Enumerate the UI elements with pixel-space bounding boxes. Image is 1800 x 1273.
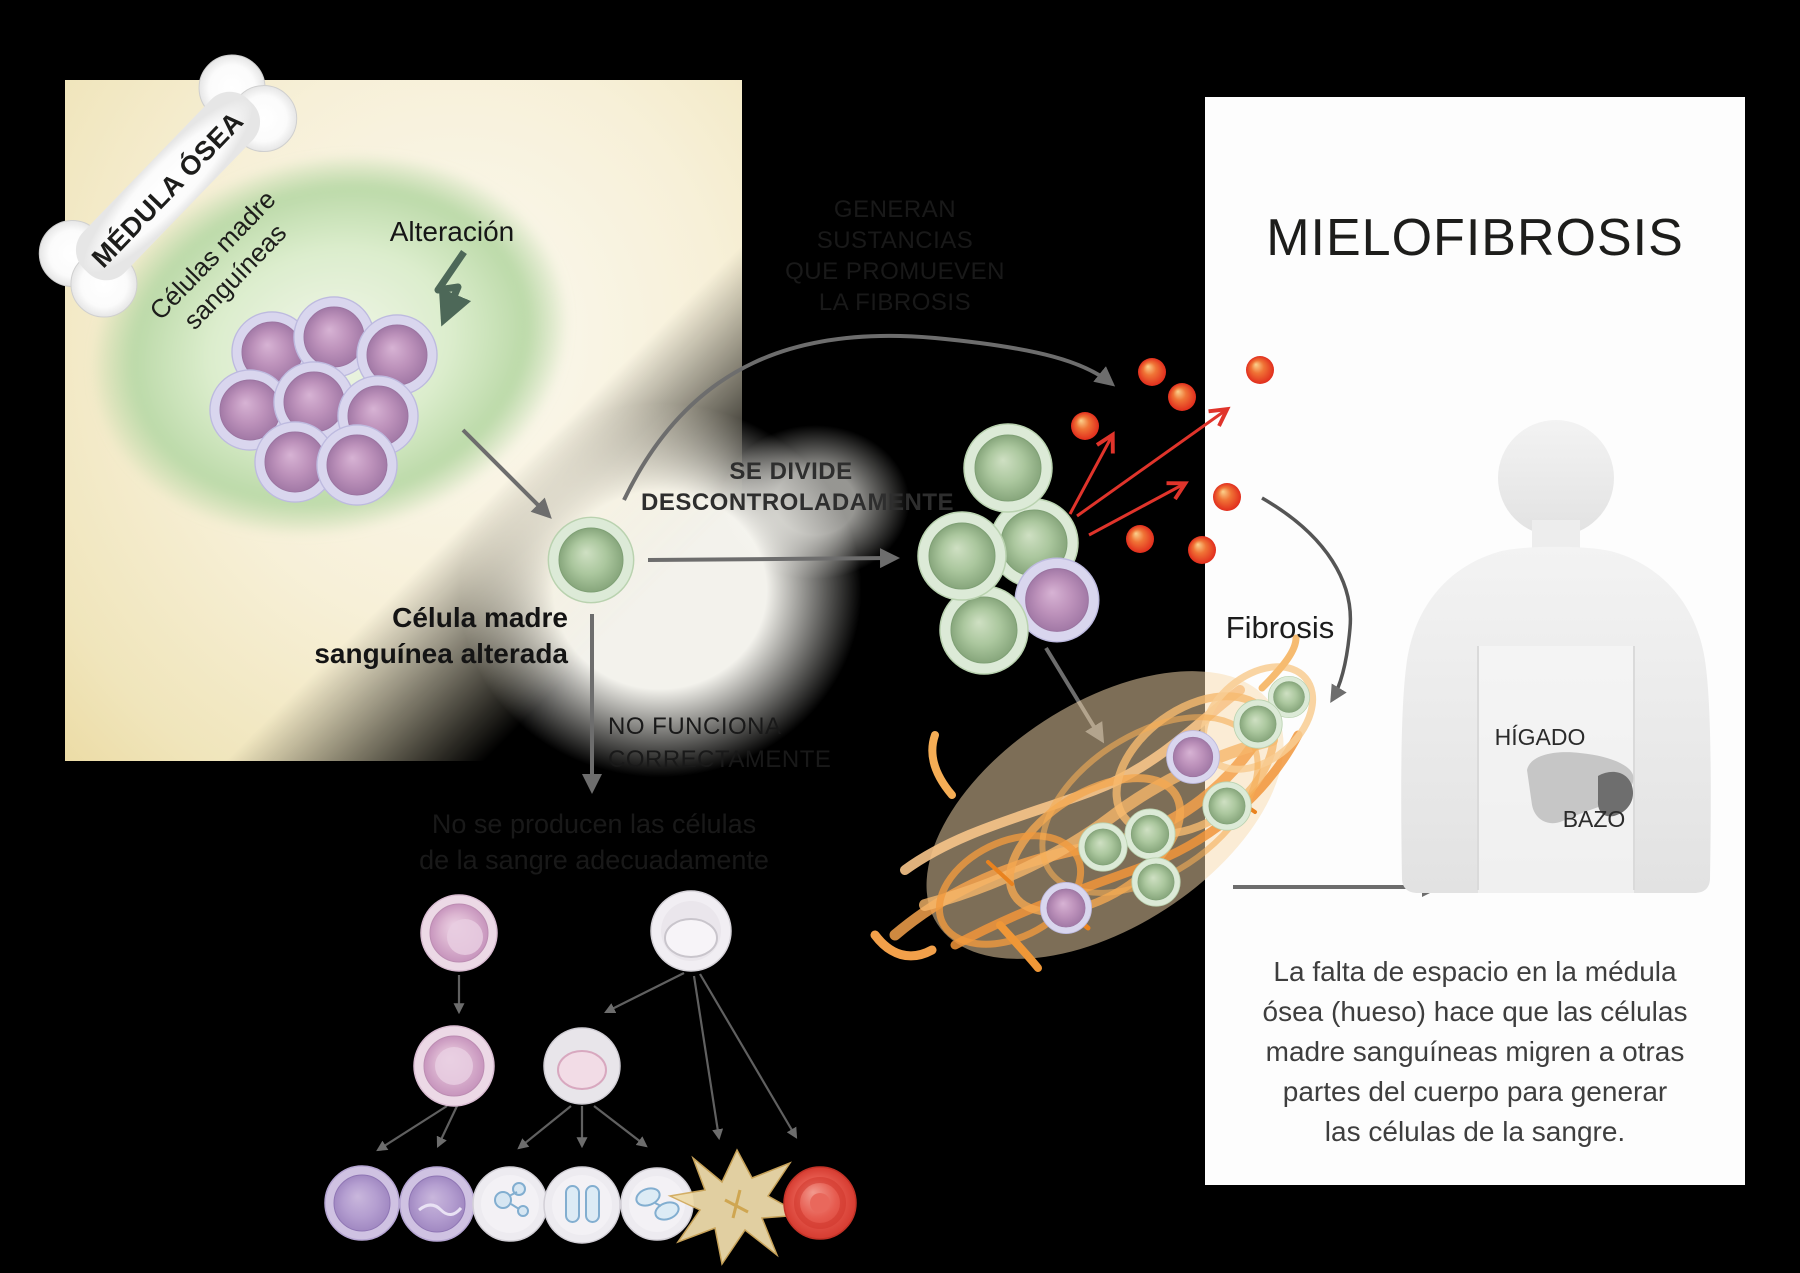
altered-stem-cell <box>547 516 635 604</box>
eosinophil-cell <box>543 1166 621 1244</box>
platelet-megakaryocyte <box>667 1148 805 1266</box>
arrow-to-altered-cell <box>461 428 552 519</box>
lightning-icon <box>434 250 472 327</box>
signal-arrows <box>1068 406 1231 537</box>
alteration-label: Alteración <box>389 216 515 247</box>
lymphoblast-cell <box>413 1025 495 1107</box>
malfunction-label: NO FUNCIONA CORRECTAMENTE <box>608 713 832 773</box>
fibrosis-label: Fibrosis <box>1225 610 1335 645</box>
liver-label: HÍGADO <box>1494 724 1586 750</box>
arrow-signals-arc <box>622 333 1116 501</box>
generate-substances-label: GENERAN SUSTANCIAS QUE PROMUEVEN LA FIBR… <box>785 196 1005 316</box>
signal-dots <box>1071 356 1274 564</box>
uncontrolled-division-label: SE DIVIDE DESCONTROLADAMENTE <box>641 458 954 516</box>
neutrophil-cell <box>620 1167 694 1241</box>
red-blood-cell <box>783 1166 857 1240</box>
myeloid-progenitor-cell <box>650 890 732 972</box>
lymphoid-progenitor-cell <box>420 894 498 972</box>
arrow-fibrosis-curve <box>1261 496 1353 704</box>
fibrosis-mass <box>870 634 1317 972</box>
no-blood-cell-production-label: No se producen las células de la sangre … <box>419 809 769 875</box>
bone-icon <box>38 54 298 318</box>
lymphocyte-cell-2 <box>399 1166 475 1242</box>
dividing-cells-cluster <box>917 423 1100 675</box>
spleen-label: BAZO <box>1562 806 1626 832</box>
altered-stem-cell-label: Célula madre sanguínea alterada <box>314 602 568 669</box>
basophil-cell <box>472 1166 548 1242</box>
spleen-shape <box>1597 771 1634 817</box>
page-title: MIELOFIBROSIS <box>1266 209 1684 267</box>
liver-shape <box>1527 752 1634 824</box>
myeloblast-cell <box>543 1027 621 1105</box>
lymphocyte-cell <box>324 1165 400 1241</box>
description-text: La falta de espacio en la médula ósea (h… <box>1262 956 1688 1147</box>
cell-lineage-tree <box>324 890 857 1266</box>
arrow-divide <box>647 548 900 569</box>
person-figure <box>1401 420 1711 893</box>
